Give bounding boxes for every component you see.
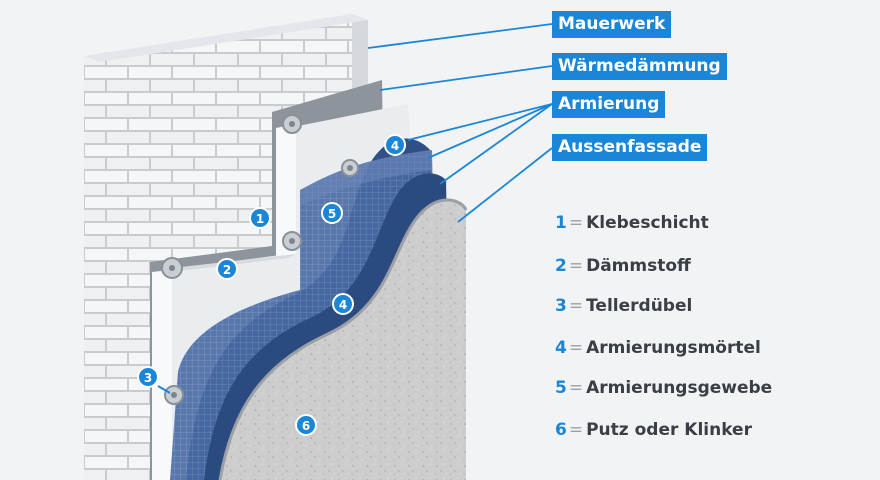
svg-text:2: 2	[223, 263, 231, 277]
legend-label: Dämmstoff	[586, 256, 691, 276]
legend-number: 3	[555, 296, 567, 316]
badge-4-bottom: 4	[332, 293, 354, 315]
badge-4-top: 4	[384, 134, 406, 156]
svg-text:3: 3	[144, 371, 152, 385]
svg-text:6: 6	[302, 419, 310, 433]
callout-armierung: Armierung	[552, 91, 666, 118]
legend-item-armierungsgewebe: 5=Armierungsgewebe	[555, 375, 772, 401]
legend-number: 4	[555, 338, 567, 358]
badge-5: 5	[321, 202, 343, 224]
legend-number: 1	[555, 213, 567, 233]
legend-item-klebeschicht: 1=Klebeschicht	[555, 210, 709, 236]
legend-item-armierungsmoertel: 4=Armierungsmörtel	[555, 335, 761, 361]
legend-item-tellerduebel: 3=Tellerdübel	[555, 293, 692, 319]
svg-text:5: 5	[328, 207, 336, 221]
callout-aussenfassade: Aussenfassade	[552, 134, 708, 161]
legend-label: Armierungsgewebe	[586, 378, 773, 398]
badge-3: 3	[137, 366, 159, 388]
legend-equals: =	[568, 213, 584, 233]
badge-1: 1	[249, 207, 271, 229]
svg-text:1: 1	[256, 212, 264, 226]
legend-label: Putz oder Klinker	[586, 420, 752, 440]
legend-label: Tellerdübel	[586, 296, 693, 316]
legend-label: Armierungsmörtel	[586, 338, 761, 358]
badge-6: 6	[295, 414, 317, 436]
badge-2: 2	[216, 258, 238, 280]
leader-lines	[367, 23, 553, 223]
legend-equals: =	[568, 296, 584, 316]
legend-equals: =	[568, 378, 584, 398]
legend-number: 6	[555, 420, 567, 440]
legend-number: 2	[555, 256, 567, 276]
svg-text:4: 4	[339, 298, 347, 312]
legend-equals: =	[568, 338, 584, 358]
insulation-dowels	[157, 114, 359, 405]
legend-equals: =	[568, 420, 584, 440]
legend-equals: =	[568, 256, 584, 276]
legend-item-putz-oder-klinker: 6=Putz oder Klinker	[555, 417, 752, 443]
callout-mauerwerk: Mauerwerk	[552, 11, 672, 38]
outer-plaster	[220, 199, 466, 480]
callout-waermedaemmung: Wärmedämmung	[552, 53, 727, 80]
svg-text:4: 4	[391, 139, 399, 153]
plaster-edge	[218, 198, 468, 480]
legend-number: 5	[555, 378, 567, 398]
legend-label: Klebeschicht	[586, 213, 709, 233]
legend-item-daemmstoff: 2=Dämmstoff	[555, 253, 691, 279]
